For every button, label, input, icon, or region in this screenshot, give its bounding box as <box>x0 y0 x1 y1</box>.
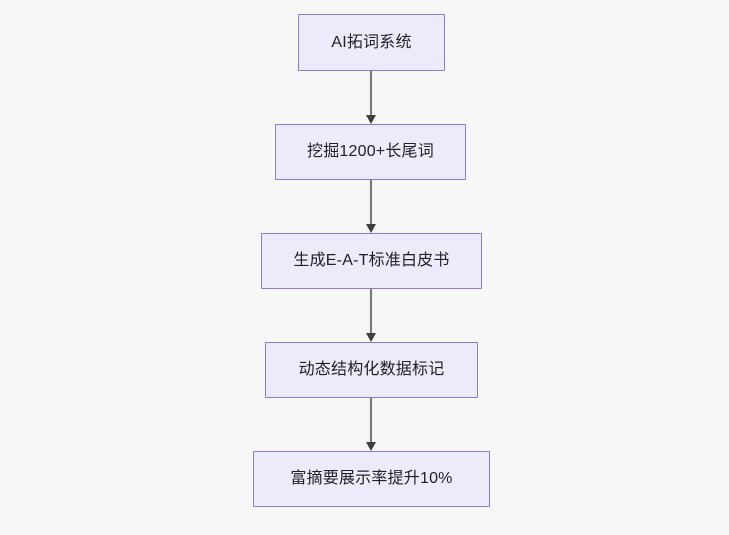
flow-node-eat-whitepaper[interactable]: 生成E-A-T标准白皮书 <box>261 233 482 289</box>
connector-node2-node3 <box>366 180 376 233</box>
connector-node4-node5 <box>366 398 376 451</box>
flow-node-long-tail-keywords[interactable]: 挖掘1200+长尾词 <box>275 124 466 180</box>
flow-node-structured-data-markup[interactable]: 动态结构化数据标记 <box>265 342 478 398</box>
connector-node1-node2 <box>366 71 376 124</box>
flow-node-label: 动态结构化数据标记 <box>298 361 445 378</box>
flow-node-label: 富摘要展示率提升10% <box>290 470 453 487</box>
flow-node-ai-keyword-system[interactable]: AI拓词系统 <box>298 14 445 71</box>
flow-node-label: 挖掘1200+长尾词 <box>307 143 434 160</box>
connector-node3-node4 <box>366 289 376 342</box>
flow-node-rich-snippet-result[interactable]: 富摘要展示率提升10% <box>253 451 490 507</box>
flow-node-label: 生成E-A-T标准白皮书 <box>293 252 450 269</box>
flow-node-label: AI拓词系统 <box>331 33 412 51</box>
